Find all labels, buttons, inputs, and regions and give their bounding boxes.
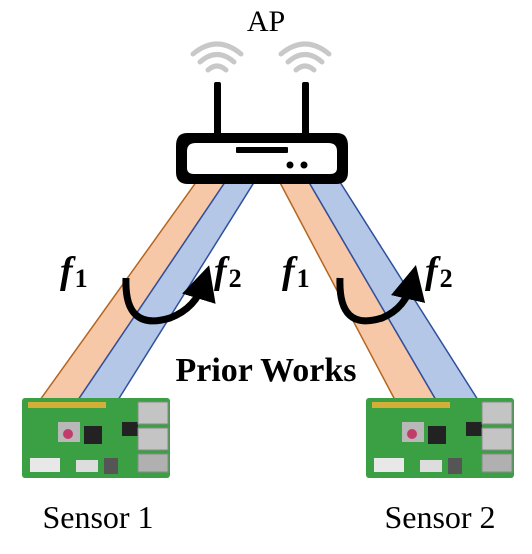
raspberry-pi-board-icon-2 (366, 398, 514, 478)
link-labels-left: f1 f2 (60, 250, 242, 325)
link-labels-right: f1 f2 (282, 250, 453, 325)
ap-title: AP (247, 5, 285, 38)
wifi-waves-icon-left (190, 41, 244, 73)
curved-arrow-icon-right (336, 264, 426, 325)
label-f1-right: f1 (282, 250, 310, 293)
curved-arrow-icon-left (122, 265, 216, 325)
wifi-waves-icon-right (278, 41, 332, 73)
sensor-1-label: Sensor 1 (42, 499, 153, 535)
prior-works-label: Prior Works (175, 352, 356, 389)
sensor-2-label: Sensor 2 (384, 499, 495, 535)
router-icon (176, 82, 348, 184)
antenna-left (214, 82, 221, 140)
raspberry-pi-board-icon-1 (22, 398, 170, 478)
antenna-right (302, 82, 309, 140)
label-f1-left: f1 (60, 250, 88, 293)
label-f2-right: f2 (425, 250, 453, 293)
label-f2-left: f2 (214, 250, 242, 293)
